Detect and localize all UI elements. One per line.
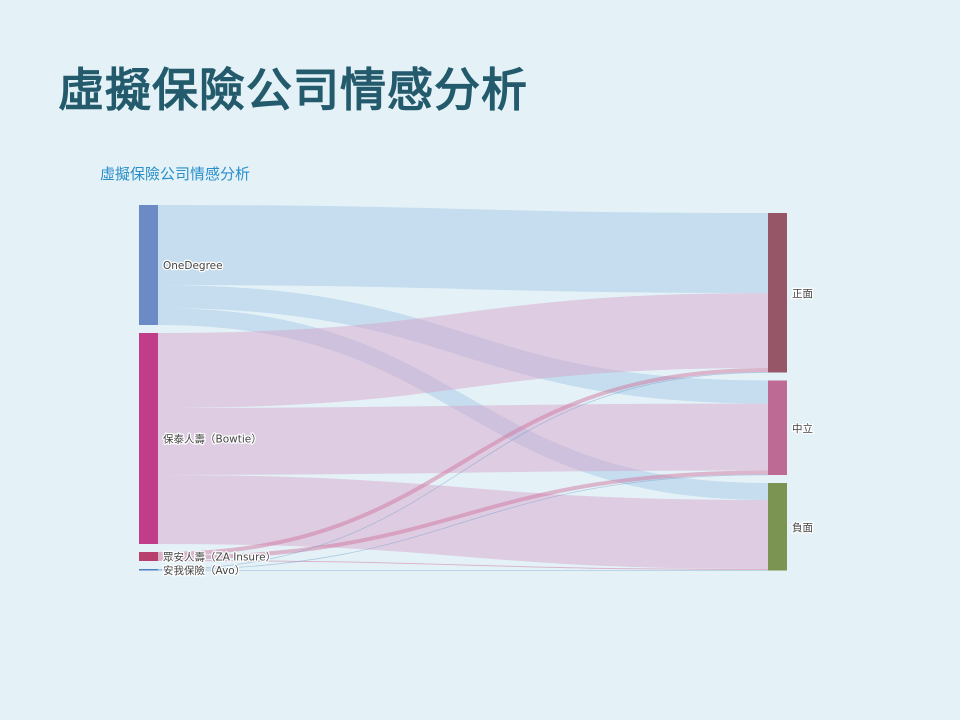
link-onedegree-negative[interactable] bbox=[157, 308, 769, 500]
link-bowtie-neutral[interactable] bbox=[157, 403, 769, 475]
node-onedegree[interactable] bbox=[139, 205, 158, 325]
node-label-avo: 安我保險（Avo） bbox=[163, 564, 245, 577]
node-bowtie[interactable] bbox=[139, 333, 158, 544]
link-bowtie-positive[interactable] bbox=[157, 293, 769, 408]
slide-title: 虛擬保險公司情感分析 bbox=[58, 63, 528, 117]
link-avo-positive[interactable] bbox=[157, 372, 769, 570]
node-label-neutral: 中立 bbox=[792, 422, 813, 435]
node-label-bowtie: 保泰人壽（Bowtie） bbox=[163, 433, 262, 446]
link-za-neutral[interactable] bbox=[157, 470, 769, 560]
sankey-links bbox=[157, 205, 769, 571]
chart-title: 虛擬保險公司情感分析 bbox=[100, 165, 251, 183]
node-neutral[interactable] bbox=[768, 380, 787, 476]
node-label-onedegree: OneDegree bbox=[163, 260, 223, 272]
link-za-positive[interactable] bbox=[157, 368, 769, 556]
link-onedegree-neutral[interactable] bbox=[157, 285, 769, 404]
node-label-negative: 負面 bbox=[792, 522, 813, 534]
node-za[interactable] bbox=[139, 552, 158, 561]
link-onedegree-positive[interactable] bbox=[157, 205, 769, 293]
node-negative[interactable] bbox=[768, 483, 787, 571]
node-label-za: 眾安人壽（ZA Insure） bbox=[163, 551, 276, 564]
node-avo[interactable] bbox=[139, 569, 158, 571]
sankey-labels: OneDegree 保泰人壽（Bowtie） 眾安人壽（ZA Insure）安我保險… bbox=[162, 259, 815, 578]
link-za-negative[interactable] bbox=[157, 560, 769, 570]
node-label-positive: 正面 bbox=[792, 288, 813, 300]
link-bowtie-negative[interactable] bbox=[157, 475, 769, 569]
link-avo-neutral[interactable] bbox=[157, 474, 769, 571]
sankey-nodes bbox=[139, 205, 787, 571]
node-positive[interactable] bbox=[768, 213, 787, 373]
